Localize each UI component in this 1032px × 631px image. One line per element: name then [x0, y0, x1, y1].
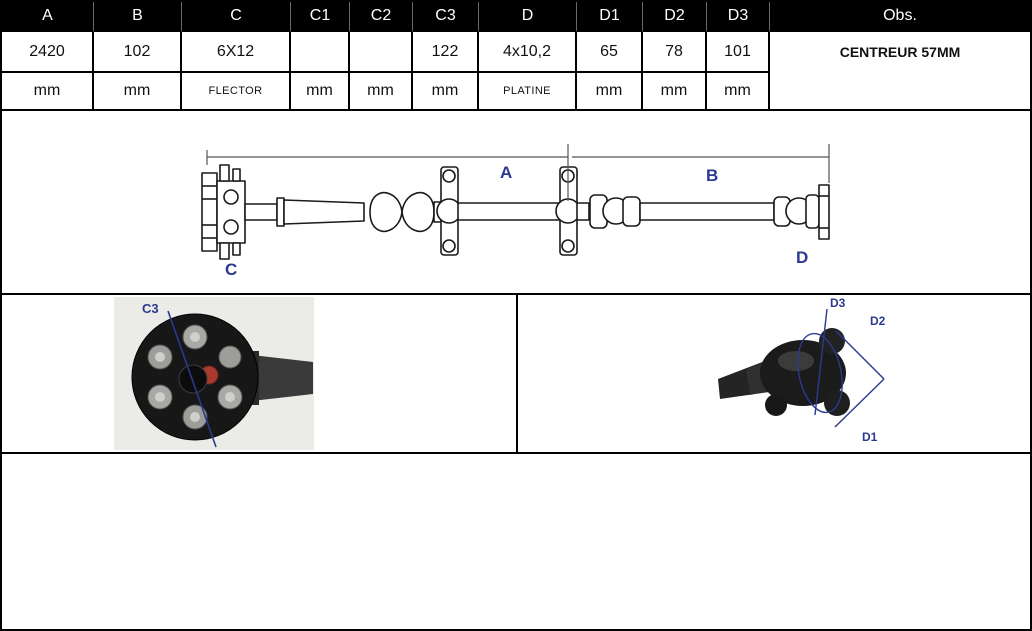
d1-line [834, 378, 885, 428]
unit-cell-a: mm [2, 73, 94, 111]
header-cell-b: B [94, 2, 182, 32]
photo-label-d2: D2 [870, 314, 886, 328]
flector-photo: C3 [114, 297, 314, 450]
flector-clamp-plate [201, 172, 218, 252]
unit-cell-c: FLECTOR [182, 73, 291, 111]
header-cell-obs: Obs. [770, 2, 1030, 32]
value-cell-c3: 122 [413, 32, 479, 73]
value-cell-d1: 65 [577, 32, 643, 73]
value-cell-c1 [291, 32, 350, 73]
yoke-photo: D3 D2 D1 [718, 296, 886, 444]
dimension-lines [206, 144, 830, 201]
yoke-photo-panel: D3 D2 D1 [518, 295, 1030, 452]
header-cell-c2: C2 [350, 2, 413, 32]
photo-label-d1: D1 [862, 430, 878, 444]
unit-cell-d3: mm [707, 73, 770, 111]
value-cell-obs: CENTREUR 57MM [770, 32, 1030, 111]
dimension-label-a: A [500, 163, 512, 182]
unit-cell-d1: mm [577, 73, 643, 111]
photos-section: C3 [2, 295, 1030, 454]
driveshaft-diagram-section: A B C D [2, 111, 1030, 295]
header-cell-d1: D1 [577, 2, 643, 32]
end-flange [818, 184, 830, 240]
flector-photo-panel: C3 [2, 295, 518, 452]
dimension-label-c: C [225, 260, 237, 279]
unit-cell-c1: mm [291, 73, 350, 111]
photo-label-c3: C3 [142, 301, 159, 316]
empty-notes-area [2, 454, 1030, 629]
header-cell-c3: C3 [413, 2, 479, 32]
bolt-circle-ellipse [797, 332, 843, 414]
header-cell-d: D [479, 2, 577, 32]
c3-diameter-line [167, 310, 217, 448]
value-cell-d: 4x10,2 [479, 32, 577, 73]
unit-cell-b: mm [94, 73, 182, 111]
value-cell-c2 [350, 32, 413, 73]
value-cell-d3: 101 [707, 32, 770, 73]
unit-cell-c2: mm [350, 73, 413, 111]
value-cell-c: 6X12 [182, 32, 291, 73]
header-cell-c1: C1 [291, 2, 350, 32]
dimension-label-d: D [796, 248, 808, 267]
spec-table: A B C C1 C2 C3 D D1 D2 D3 Obs. CENTREUR … [2, 2, 1030, 111]
unit-cell-d: PLATINE [479, 73, 577, 111]
header-cell-d2: D2 [643, 2, 707, 32]
value-cell-b: 102 [94, 32, 182, 73]
header-cell-d3: D3 [707, 2, 770, 32]
d3-line [814, 308, 828, 416]
unit-cell-c3: mm [413, 73, 479, 111]
unit-cell-d2: mm [643, 73, 707, 111]
dimension-label-b: B [706, 166, 718, 185]
value-cell-d2: 78 [643, 32, 707, 73]
d2-line [835, 330, 885, 380]
value-cell-a: 2420 [2, 32, 94, 73]
header-cell-c: C [182, 2, 291, 32]
photo-label-d3: D3 [830, 296, 846, 310]
driveshaft-line-drawing: A B C D [201, 144, 830, 279]
header-cell-a: A [2, 2, 94, 32]
